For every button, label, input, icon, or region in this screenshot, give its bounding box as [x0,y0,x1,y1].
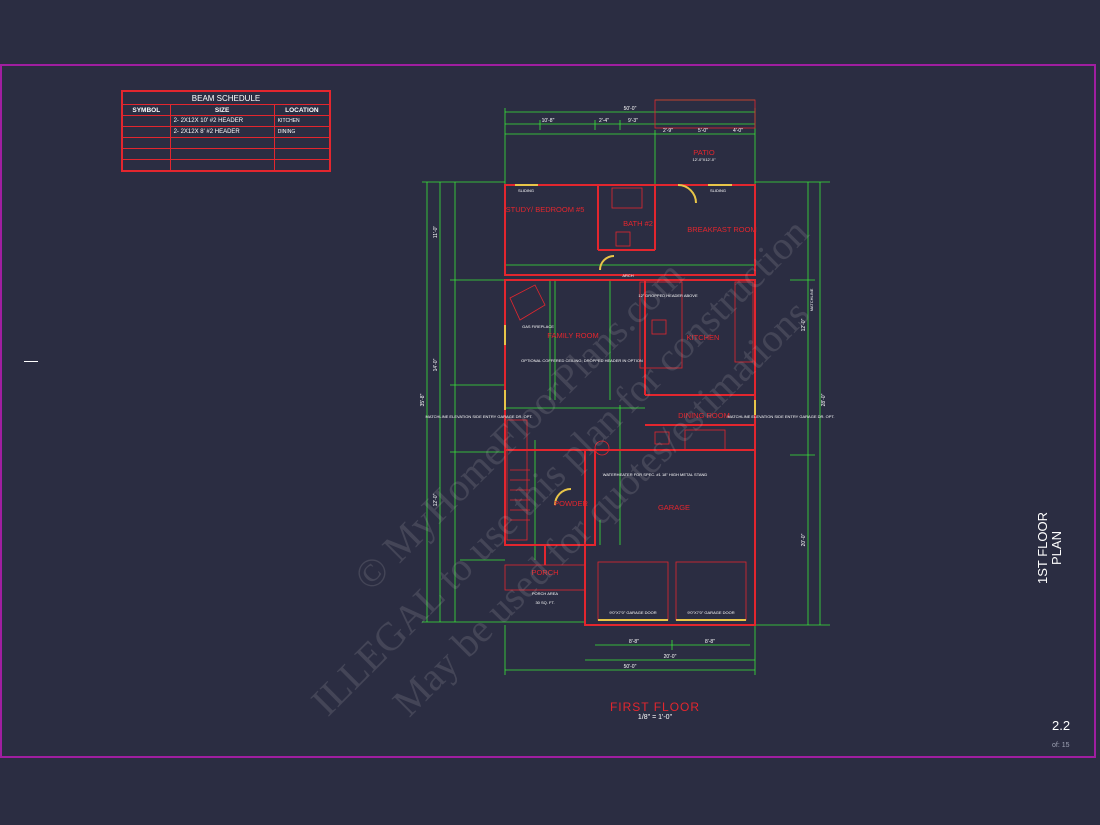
margin-dash-mark [24,361,38,362]
dim-bottom-b: 8'-8" [705,639,715,645]
dim-right-b: 20'-0" [801,533,807,546]
room-label-study: STUDY/ BEDROOM #5 [506,205,585,214]
dim-left-b: 14'-0" [433,358,439,371]
window-sliding-label: SLIDING [710,188,726,193]
window-door-marks [504,184,756,621]
sheet-count: of: 15 [1052,742,1070,749]
dimension-lines [422,99,830,675]
sheet-title-line: 1ST FLOOR [1035,511,1051,585]
interior-details [504,99,756,621]
scale-label: 1/8" = 1'-0" [637,714,673,721]
dim-right-overall: 28'-0" [821,393,827,406]
table-row [121,159,331,172]
room-label-kitchen: KITCHEN [687,333,720,342]
dim-right-a: 12'-0" [801,318,807,331]
garage-door-right-label: 9'0"X7'0" GARAGE DOOR [687,610,734,615]
arch-label: ARCH [622,273,633,278]
room-label-bath: BATH #2 [623,219,653,228]
dim-left-a: 11'-0" [433,226,439,239]
water-heater-note: WATERHEATER FOR SPEC. #1 18" HIGH METAL … [603,472,708,477]
table-row: 2- 2X12X 10' #2 HEADER KITCHEN [121,115,331,127]
room-label-powder: POWDER [554,499,588,508]
fireplace-note: GAS FIREPLACE [522,324,554,329]
wall-lines [504,184,756,626]
dim-top-overall: 50'-0" [624,106,637,112]
table-row [121,148,331,160]
room-label-dining: DINING ROOM [678,411,730,420]
sheet-title-line: PLAN [1049,531,1065,565]
drawing-sheet-border [0,64,1096,758]
porch-sqft-label: 30 SQ. FT. [535,600,554,605]
beam-schedule-table: BEAM SCHEDULE SYMBOL SIZE LOCATION 2- 2X… [121,90,331,172]
room-label-breakfast: BREAKFAST ROOM [687,225,756,234]
dim-top-c: 9'-3" [628,118,638,124]
sheet-title-block: 1ST FLOOR PLAN [1020,508,1080,588]
dim-bottom-mid: 20'-0" [664,654,677,660]
floor-title: FIRST FLOOR [609,700,701,714]
dim-top-b: 2'-4" [599,118,609,124]
sheet-number: 2.2 [1052,718,1071,733]
room-label-patio: PATIO [693,148,715,157]
room-label-family: FAMILY ROOM [547,331,598,340]
patio-size-label: 12'-0"X12'-0" [692,157,716,162]
matchline-vertical-label: MATCHLINE [809,288,814,311]
dim-bottom-overall: 50'-0" [624,664,637,670]
room-label-porch: PORCH [531,568,558,577]
matchline-right-note: MATCHLINE ELEVATION SIDE ENTRY GARAGE DR… [728,414,835,419]
dim-top-e: 5'-0" [698,128,708,134]
dim-top-d: 2'-9" [663,128,673,134]
matchline-left-note: MATCHLINE ELEVATION SIDE ENTRY GARAGE DR… [426,414,533,419]
porch-area-label: PORCH AREA [532,591,559,596]
dim-left-c: 12'-0" [433,493,439,506]
dim-bottom-a: 8'-8" [629,639,639,645]
coffered-ceiling-note: OPTIONAL COFFERED CEILING; DROPPED HEADE… [521,358,643,363]
room-label-garage: GARAGE [658,503,690,512]
garage-door-left-label: 9'0"X7'0" GARAGE DOOR [609,610,656,615]
window-sliding-label: SLIDING [518,188,534,193]
dim-top-a: 10'-8" [542,118,555,124]
dim-left-overall: 35'-8" [420,393,426,406]
dim-top-f: 4'-0" [733,128,743,134]
dropped-header-note: 12" DROPPED HEADER ABOVE [638,293,698,298]
